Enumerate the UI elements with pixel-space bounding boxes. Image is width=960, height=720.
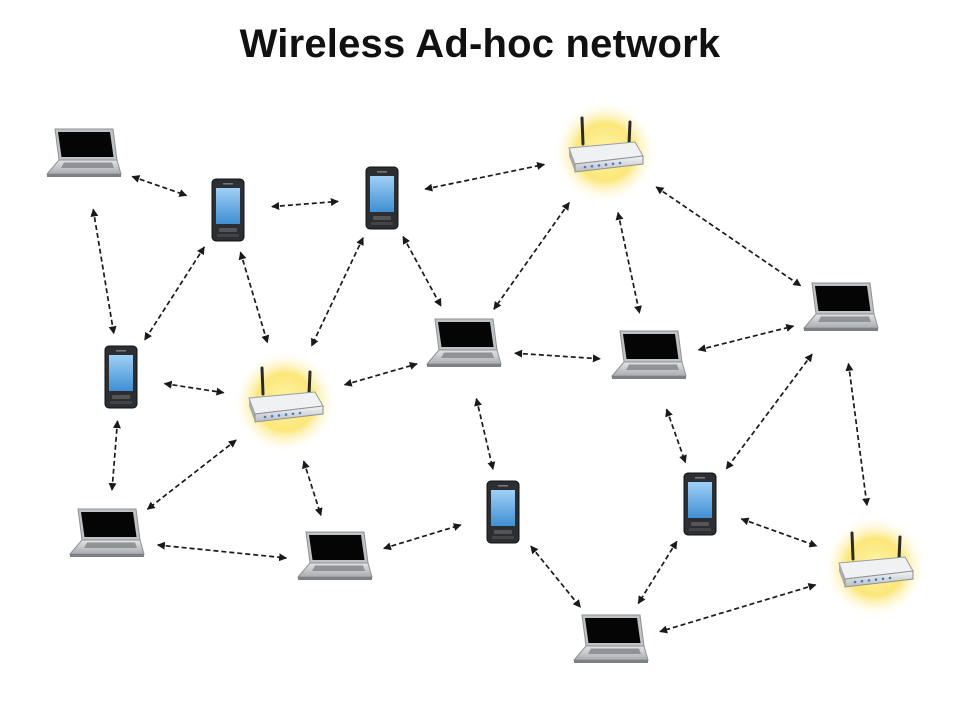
link-phone-2-router-2 xyxy=(310,236,364,347)
link-phone-1-phone-2 xyxy=(271,197,339,211)
link-laptop-2-phone-4 xyxy=(474,397,496,470)
link-router-1-laptop-2 xyxy=(493,201,570,310)
link-laptop-4-router-3 xyxy=(845,362,871,507)
link-phone-5-laptop-7 xyxy=(637,540,678,605)
link-laptop-2-laptop-3 xyxy=(514,349,601,363)
link-phone-1-phone-3 xyxy=(143,246,206,341)
smartphone-icon xyxy=(486,480,520,544)
wireless-router-icon xyxy=(823,515,927,619)
link-phone-5-router-3 xyxy=(740,517,818,548)
link-phone-3-laptop-5 xyxy=(108,420,121,491)
link-laptop-6-phone-4 xyxy=(383,523,462,551)
link-laptop-3-phone-5 xyxy=(665,408,687,464)
link-router-2-laptop-2 xyxy=(343,362,418,387)
link-phone-1-router-2 xyxy=(238,251,270,344)
laptop-icon xyxy=(610,330,687,379)
link-router-3-laptop-7 xyxy=(659,583,817,634)
laptop-icon xyxy=(68,508,145,557)
link-laptop-1-phone-1 xyxy=(131,175,188,197)
smartphone-icon xyxy=(365,166,399,230)
link-phone-3-router-2 xyxy=(163,380,225,396)
link-phone-2-router-1 xyxy=(424,162,546,192)
laptop-icon xyxy=(572,614,649,663)
smartphone-icon xyxy=(683,472,717,536)
link-laptop-1-phone-3 xyxy=(90,208,117,335)
smartphone-icon xyxy=(104,345,138,409)
link-phone-4-laptop-7 xyxy=(530,545,582,608)
link-laptop-3-laptop-4 xyxy=(697,323,795,353)
link-router-1-laptop-3 xyxy=(615,211,642,314)
laptop-icon xyxy=(45,128,122,177)
link-router-2-laptop-5 xyxy=(146,439,237,510)
link-laptop-5-laptop-6 xyxy=(156,541,288,562)
link-router-1-laptop-4 xyxy=(655,186,802,287)
diagram-title: Wireless Ad-hoc network xyxy=(239,22,721,66)
link-laptop-4-phone-5 xyxy=(725,353,813,470)
links-layer xyxy=(90,162,871,634)
wireless-router-icon xyxy=(233,350,337,454)
smartphone-icon xyxy=(211,178,245,242)
wireless-router-icon xyxy=(553,100,657,204)
link-router-2-laptop-6 xyxy=(302,460,323,517)
laptop-icon xyxy=(296,531,373,580)
laptop-icon xyxy=(802,282,879,331)
nodes-layer xyxy=(45,100,927,663)
laptop-icon xyxy=(425,318,502,367)
link-phone-2-laptop-2 xyxy=(402,235,442,307)
